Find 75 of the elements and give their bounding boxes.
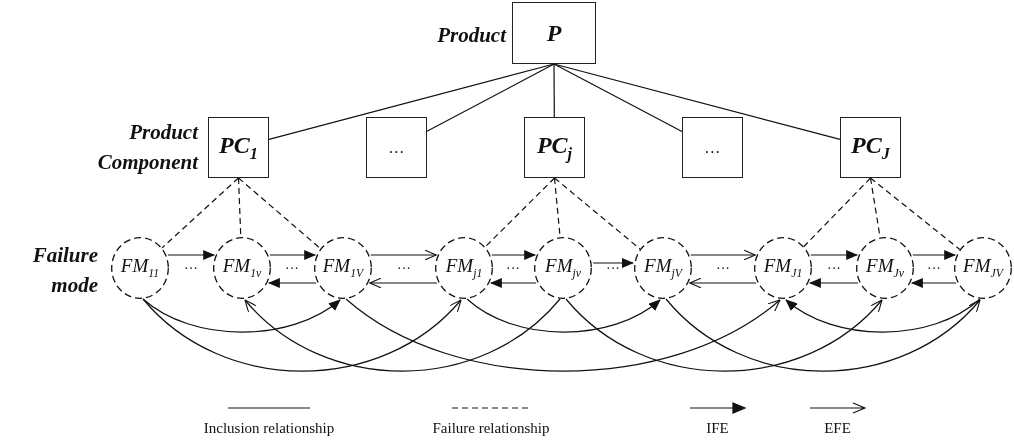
ellipsis-text: ··· bbox=[184, 262, 198, 276]
legend-label: Inclusion relationship bbox=[203, 420, 335, 437]
component-box bbox=[682, 117, 743, 178]
failure-mode-label: FM$_{jV}$ bbox=[644, 255, 682, 281]
ellipsis-text: … bbox=[705, 139, 720, 156]
failure-mode-label: FM$_{1V}$ bbox=[322, 255, 364, 281]
row-label: Failure mode bbox=[31, 242, 98, 300]
arrow bbox=[592, 258, 634, 268]
ellipsis-text: ··· bbox=[827, 262, 841, 276]
box-label: PC$_{J}$ bbox=[851, 132, 890, 163]
failure-mode-label: FM$_{11}$ bbox=[120, 255, 160, 281]
arrow bbox=[269, 250, 317, 260]
failure-mode-circle bbox=[534, 237, 592, 299]
product-box bbox=[512, 2, 596, 64]
connector-line bbox=[426, 63, 555, 132]
box-label: P bbox=[546, 21, 562, 45]
arrow bbox=[489, 278, 537, 288]
curved-arrow bbox=[785, 298, 981, 333]
legend-label: EFE bbox=[824, 420, 851, 437]
failure-mode-label: FM$_{J1}$ bbox=[763, 255, 803, 281]
failure-mode-circle bbox=[634, 237, 692, 299]
component-box bbox=[366, 117, 427, 178]
dashed-line bbox=[484, 177, 556, 248]
arrow bbox=[491, 250, 537, 260]
failure-mode-circle bbox=[213, 237, 271, 299]
failure-mode-circle bbox=[314, 237, 372, 299]
arrow bbox=[910, 278, 957, 288]
ellipsis-text: ··· bbox=[506, 262, 520, 276]
failure-mode-circle bbox=[754, 237, 812, 299]
row-label: Product bbox=[436, 22, 506, 49]
dashed-line bbox=[237, 177, 322, 250]
curved-arrow bbox=[142, 298, 462, 372]
arrow bbox=[808, 278, 859, 288]
ellipsis-text: … bbox=[389, 139, 404, 156]
failure-mode-label: FM$_{1v}$ bbox=[222, 255, 262, 281]
component-box bbox=[840, 117, 901, 178]
box-label: PC$_{j}$ bbox=[536, 132, 573, 163]
ellipsis-text: ··· bbox=[606, 262, 620, 276]
legend-label: IFE bbox=[706, 420, 729, 437]
arrow bbox=[912, 250, 957, 260]
ellipsis-text: ··· bbox=[716, 262, 730, 276]
failure-mode-circle bbox=[111, 237, 169, 299]
failure-mode-circle bbox=[856, 237, 914, 299]
legend-label: Failure relationship bbox=[432, 420, 550, 437]
row-label: Product Component bbox=[96, 119, 198, 177]
curved-arrow bbox=[466, 298, 661, 333]
arrow bbox=[690, 249, 756, 261]
curved-arrow bbox=[565, 298, 883, 372]
component-box bbox=[208, 117, 269, 178]
dashed-line bbox=[803, 177, 872, 248]
failure-mode-label: FM$_{Jv}$ bbox=[866, 255, 904, 281]
curved-arrow bbox=[142, 298, 341, 333]
ellipsis-text: ··· bbox=[285, 262, 299, 276]
arrow bbox=[810, 250, 859, 260]
connector-line bbox=[553, 63, 555, 118]
failure-mode-circle bbox=[435, 237, 493, 299]
dashed-line bbox=[161, 177, 240, 249]
arrow bbox=[267, 278, 317, 288]
ellipsis-text: ··· bbox=[927, 262, 941, 276]
arrow bbox=[689, 277, 757, 289]
dashed-line bbox=[869, 177, 961, 251]
connector-line bbox=[553, 63, 683, 133]
box-label: PC$_{1}$ bbox=[219, 132, 258, 163]
ellipsis-text: ··· bbox=[397, 262, 411, 276]
failure-mode-label: FM$_{jv}$ bbox=[545, 255, 581, 281]
arrow bbox=[167, 250, 216, 260]
curved-arrow bbox=[665, 298, 981, 372]
curved-arrow bbox=[244, 298, 561, 372]
arrow bbox=[369, 277, 438, 289]
component-box bbox=[524, 117, 585, 178]
curved-arrow bbox=[345, 298, 781, 372]
failure-mode-circle bbox=[954, 237, 1012, 299]
failure-mode-label: FM$_{j1}$ bbox=[445, 255, 483, 281]
failure-mode-label: FM$_{JV}$ bbox=[963, 255, 1003, 281]
arrow bbox=[370, 249, 437, 261]
